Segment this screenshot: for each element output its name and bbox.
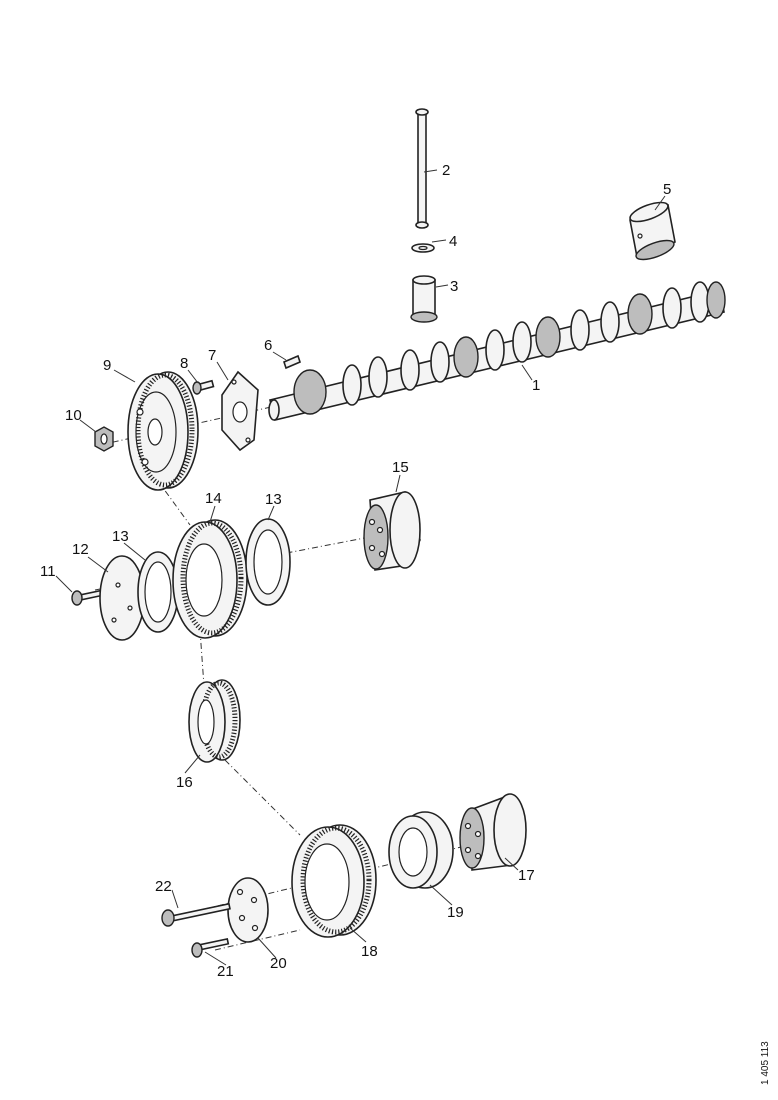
part-4-washer bbox=[411, 243, 435, 253]
callout-13-right: 13 bbox=[265, 491, 282, 508]
callout-12: 12 bbox=[72, 541, 89, 558]
callout-22: 22 bbox=[155, 878, 172, 895]
callout-10: 10 bbox=[65, 407, 82, 424]
part-12-cover-plate bbox=[99, 555, 145, 641]
callout-14: 14 bbox=[205, 490, 222, 507]
callout-6: 6 bbox=[264, 337, 272, 354]
part-16-small-gear bbox=[188, 679, 241, 763]
part-7-thrust-plate bbox=[221, 370, 259, 452]
callout-17: 17 bbox=[518, 867, 535, 884]
part-21-bolt bbox=[191, 937, 230, 958]
callout-16: 16 bbox=[176, 774, 193, 791]
part-6-key bbox=[283, 354, 301, 370]
part-1-camshaft bbox=[268, 281, 726, 421]
callout-11: 11 bbox=[40, 563, 56, 580]
document-reference: 1 405 113 bbox=[760, 1041, 771, 1085]
callout-18: 18 bbox=[361, 943, 378, 960]
part-10-nut bbox=[94, 426, 114, 452]
leader-lines bbox=[55, 169, 666, 966]
callouts: 2 4 3 5 1 6 7 8 9 10 11 12 13 14 13 15 1… bbox=[40, 162, 671, 980]
callout-3: 3 bbox=[450, 278, 458, 295]
callout-21: 21 bbox=[217, 963, 234, 980]
callout-13-left: 13 bbox=[112, 528, 129, 545]
callout-2: 2 bbox=[442, 162, 450, 179]
part-15-idler-hub bbox=[363, 491, 421, 571]
part-13-shim-ring-left bbox=[137, 551, 179, 633]
callout-9: 9 bbox=[103, 357, 111, 374]
part-9-camshaft-gear bbox=[127, 371, 199, 491]
callout-1: 1 bbox=[532, 377, 540, 394]
part-17-hub bbox=[459, 793, 527, 871]
part-20-flange-plate bbox=[227, 877, 269, 943]
part-19-ring bbox=[388, 811, 454, 889]
part-3-sleeve bbox=[410, 275, 438, 323]
callout-19: 19 bbox=[447, 904, 464, 921]
callout-5: 5 bbox=[663, 181, 671, 198]
part-13-shim-ring-right bbox=[245, 518, 291, 606]
part-14-idler-gear bbox=[172, 519, 248, 639]
callout-20: 20 bbox=[270, 955, 287, 972]
part-22-bolt bbox=[161, 902, 231, 927]
part-2-rod bbox=[415, 108, 429, 229]
callout-7: 7 bbox=[208, 347, 216, 364]
callout-8: 8 bbox=[180, 355, 188, 372]
callout-15: 15 bbox=[392, 459, 409, 476]
part-5-bush bbox=[629, 201, 676, 261]
part-18-large-gear bbox=[291, 824, 377, 938]
part-8-screw bbox=[192, 379, 215, 395]
callout-4: 4 bbox=[449, 233, 457, 250]
